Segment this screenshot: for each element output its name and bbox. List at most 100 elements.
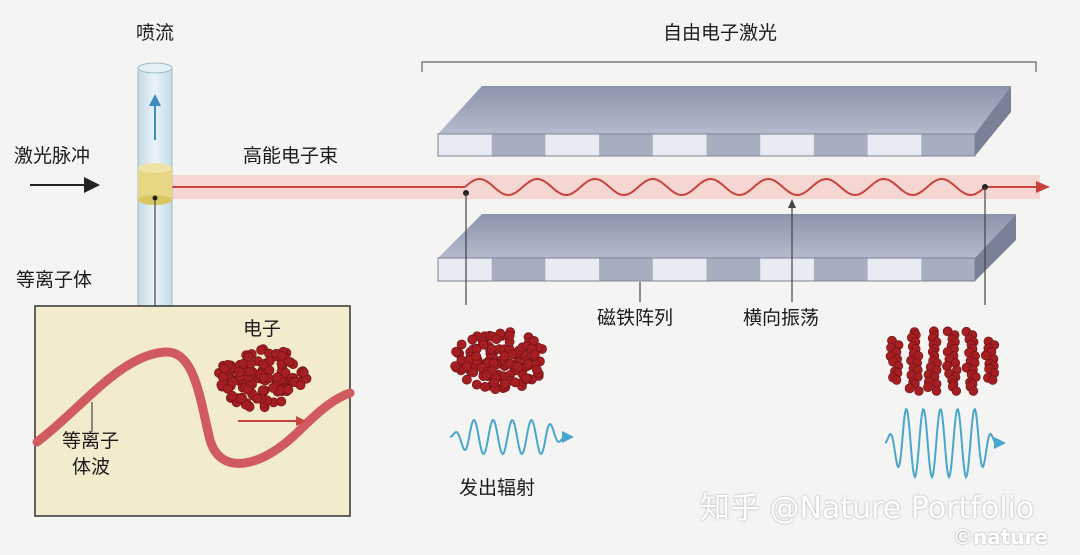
electron [980,350,991,361]
electron [298,367,309,378]
label-transverse-oscillation: 横向振荡 [743,307,820,329]
electron [456,339,467,350]
electron [243,351,254,362]
electron [491,334,502,344]
electron [521,373,532,384]
label-laser-pulse: 激光脉冲 [14,145,91,167]
electron [471,379,482,390]
electron [227,376,238,387]
electron [467,334,478,345]
electron [268,382,278,393]
electron [968,386,979,396]
label-jet: 喷流 [136,22,175,44]
beam-arrowhead [1036,181,1050,193]
magnet-segment [921,134,976,156]
electron [489,377,500,388]
electron [486,344,497,354]
magnet-segment [599,258,654,281]
electron [468,367,479,378]
magnet-segment [867,258,922,281]
electron [510,377,520,388]
electron [219,363,229,374]
gas-region [138,168,172,200]
electron [284,356,295,367]
electron [450,361,461,372]
radiation-wave-strong-arrowhead [994,437,1006,449]
electron [471,351,482,362]
label-beam: 高能电子束 [243,145,339,167]
magnet-segment [438,134,493,156]
electron [283,384,294,395]
label-magnet-array: 磁铁阵列 [597,307,674,329]
lower-magnet-array [437,214,1016,282]
watermark-text: 知乎 @Nature Portfolio [700,491,1035,526]
magnet-segment [652,258,707,281]
electron [235,393,246,404]
upper-magnet-array [437,86,1011,157]
magnet-segment [545,134,600,156]
magnet-segment [813,258,869,281]
electron [217,372,228,383]
electron [234,366,245,377]
electron [480,381,490,392]
magnet-segment [599,134,654,156]
magnet-segment [760,134,815,156]
electron [276,396,287,407]
electron [242,384,253,395]
magnet-segment [760,258,815,281]
electron [258,372,269,383]
magnet-segment [813,134,869,156]
electron [923,382,933,392]
jet-nozzle [137,62,173,309]
electron [252,393,262,404]
magnet-segment [491,134,546,156]
electron [499,350,510,361]
magnet-segment [867,134,922,156]
magnet-segment [706,258,761,281]
electron [462,361,472,371]
undulating-beam [464,177,986,197]
electron [227,390,238,401]
label-plasma: 等离子体 [16,269,93,291]
watermark-logo: ©nature [953,525,1048,549]
electron [272,372,283,383]
electron [295,380,306,390]
electron [481,370,492,380]
electron [257,385,268,396]
electron [914,386,924,396]
electron [987,375,998,385]
electron [276,350,287,361]
electron [461,374,472,385]
magnet-segment [921,258,976,281]
pointer-oscillation-arrowhead [788,199,796,208]
radiation-wave-weak-arrowhead [562,431,574,443]
electron [451,346,461,357]
fel-bracket [421,61,1037,72]
radiation-wave-strong [884,407,997,480]
electron [531,364,542,375]
electron-bunch-random [450,327,547,395]
plasma-inset [32,305,355,517]
magnet-segment [545,258,600,281]
electron [499,378,510,389]
magnet-segment [491,258,546,281]
label-plasma-wave-2: 体波 [72,456,111,478]
electron [891,375,902,385]
electron [258,359,269,370]
magnet-segment [706,134,761,156]
radiation-wave-weak [449,418,566,456]
electron [513,362,523,372]
electron [931,386,942,396]
label-electrons: 电子 [243,318,282,340]
electron [523,359,533,369]
label-fel: 自由电子激光 [663,22,778,44]
electron [280,367,291,378]
inset-electron-cluster [214,344,312,413]
electron-bunch-microbunched [885,326,1000,396]
magnet-segment [438,258,493,281]
electron [904,383,915,394]
magnet-segment [652,134,707,156]
label-plasma-wave-1: 等离子 [62,430,120,452]
electron [530,349,540,360]
